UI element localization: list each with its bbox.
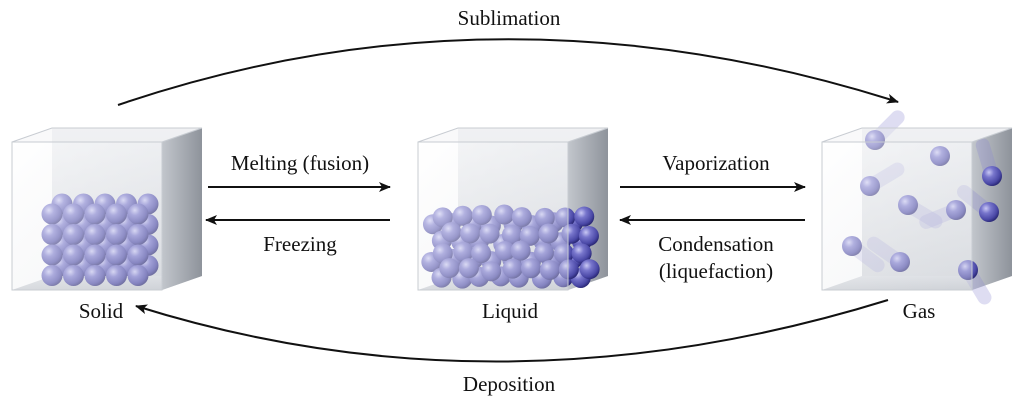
solid-box-front-face [11,141,163,291]
liquid-box-top-edge [417,127,609,143]
solid-box-side-face [162,128,202,290]
gas-box-front-face [821,141,973,291]
vaporization-label: Vaporization [662,151,770,175]
solid-box-top-edge [11,127,203,143]
liquefaction-label: (liquefaction) [659,259,773,283]
solid-label: Solid [79,299,124,323]
gas-box-top-edge [821,127,1013,143]
liquid-container [417,127,609,291]
liquid-particle [579,259,600,280]
gas-label: Gas [903,299,936,323]
liquid-label: Liquid [482,299,538,323]
melting-label: Melting (fusion) [231,151,369,175]
deposition-arrow [135,299,889,363]
liquid-particle [578,225,599,246]
condensation-label: Condensation [658,232,774,256]
freezing-label: Freezing [263,232,337,256]
sublimation-label: Sublimation [458,6,561,30]
deposition-label: Deposition [463,372,556,396]
liquid-particle [571,243,592,264]
sublimation-arrow [117,38,899,106]
solid-container [11,127,203,291]
gas-particle [979,202,999,222]
liquid-box-front-face [417,141,569,291]
gas-container [821,110,1013,305]
gas-particle [982,166,1002,186]
liquid-particle [574,206,595,227]
